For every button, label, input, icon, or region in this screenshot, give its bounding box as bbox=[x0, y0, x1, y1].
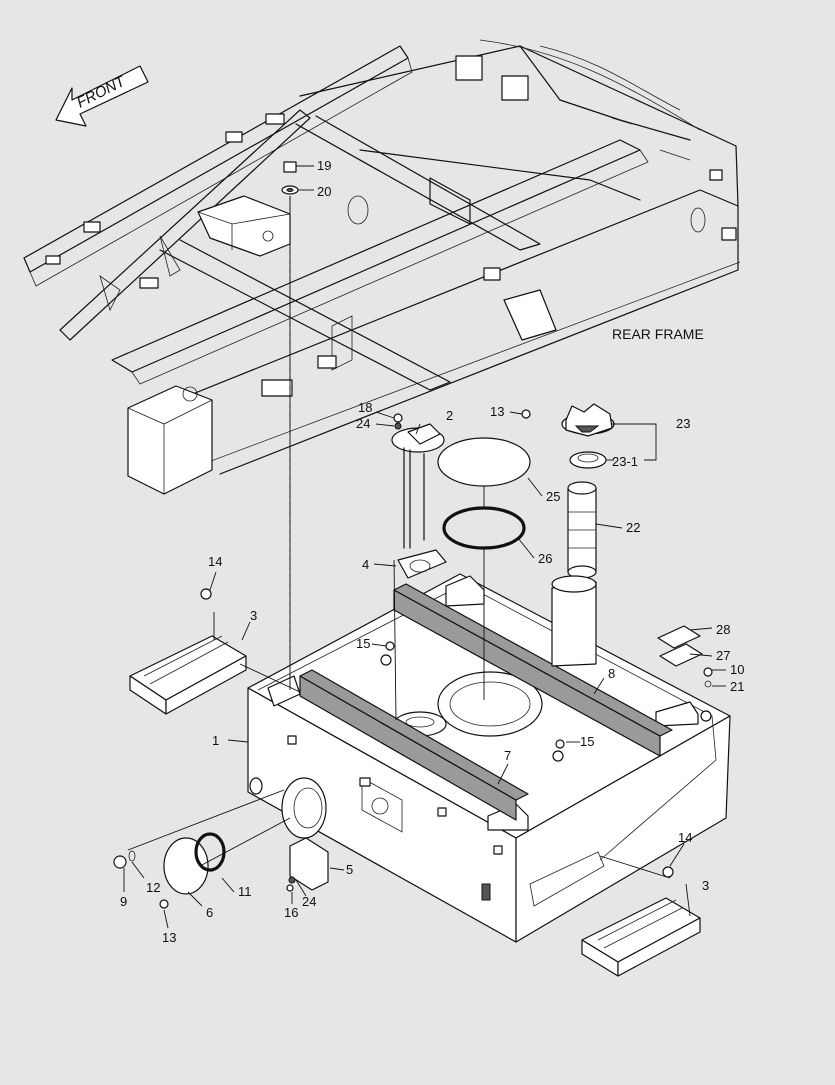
callout-18: 18 bbox=[358, 400, 372, 415]
callout-23: 23 bbox=[676, 416, 690, 431]
callout-7: 7 bbox=[504, 748, 511, 763]
o-ring-11 bbox=[194, 832, 226, 872]
front-arrow-icon: FRONT bbox=[55, 65, 149, 127]
callout-19: 19 bbox=[317, 158, 331, 173]
fasteners bbox=[113, 161, 713, 909]
fuel-cap-23 bbox=[561, 403, 615, 437]
callout-1: 1 bbox=[212, 733, 219, 748]
callout-16: 16 bbox=[284, 905, 298, 920]
callout-21: 21 bbox=[730, 679, 744, 694]
callout-24: 24 bbox=[302, 894, 316, 909]
fuel-sender-2 bbox=[391, 423, 445, 549]
rear-frame-label: REAR FRAME bbox=[612, 326, 704, 342]
suction-strainer-22 bbox=[567, 481, 597, 579]
callout-numbers: 19 20 18 24 2 13 23 23-1 25 22 26 4 14 3… bbox=[120, 158, 744, 945]
step-3-right bbox=[581, 897, 701, 977]
rubber-strip-8 bbox=[393, 583, 673, 757]
cover-plate-25 bbox=[437, 437, 531, 487]
callout-14: 14 bbox=[678, 830, 692, 845]
callout-20: 20 bbox=[317, 184, 331, 199]
callout-6: 6 bbox=[206, 905, 213, 920]
callout-15: 15 bbox=[580, 734, 594, 749]
callout-26: 26 bbox=[538, 551, 552, 566]
callout-24: 24 bbox=[356, 416, 370, 431]
label-28 bbox=[657, 625, 701, 649]
callout-9: 9 bbox=[120, 894, 127, 909]
callout-25: 25 bbox=[546, 489, 560, 504]
callout-10: 10 bbox=[730, 662, 744, 677]
cap-ring-23-1 bbox=[569, 451, 607, 469]
callout-3: 3 bbox=[702, 878, 709, 893]
assembly-lines bbox=[127, 196, 671, 879]
callout-12: 12 bbox=[146, 880, 160, 895]
callout-5: 5 bbox=[346, 862, 353, 877]
label-27 bbox=[659, 643, 703, 667]
filter-cup bbox=[551, 575, 597, 667]
step-3-left bbox=[129, 635, 247, 715]
callout-8: 8 bbox=[608, 666, 615, 681]
o-ring-26 bbox=[442, 506, 526, 550]
callout-14: 14 bbox=[208, 554, 222, 569]
callout-27: 27 bbox=[716, 648, 730, 663]
rear-frame-drawing bbox=[23, 39, 741, 495]
callout-22: 22 bbox=[626, 520, 640, 535]
callout-2: 2 bbox=[446, 408, 453, 423]
rubber-strip-7 bbox=[299, 669, 529, 821]
callout-23-1: 23-1 bbox=[612, 454, 638, 469]
bracket-5 bbox=[289, 837, 329, 891]
callout-4: 4 bbox=[362, 557, 369, 572]
callout-3: 3 bbox=[250, 608, 257, 623]
gasket-4 bbox=[397, 549, 447, 579]
callout-15: 15 bbox=[356, 636, 370, 651]
callout-28: 28 bbox=[716, 622, 730, 637]
leader-lines bbox=[123, 165, 726, 929]
fuel-tank bbox=[247, 573, 731, 943]
callout-11: 11 bbox=[238, 884, 252, 899]
callout-13: 13 bbox=[490, 404, 504, 419]
callout-13: 13 bbox=[162, 930, 176, 945]
